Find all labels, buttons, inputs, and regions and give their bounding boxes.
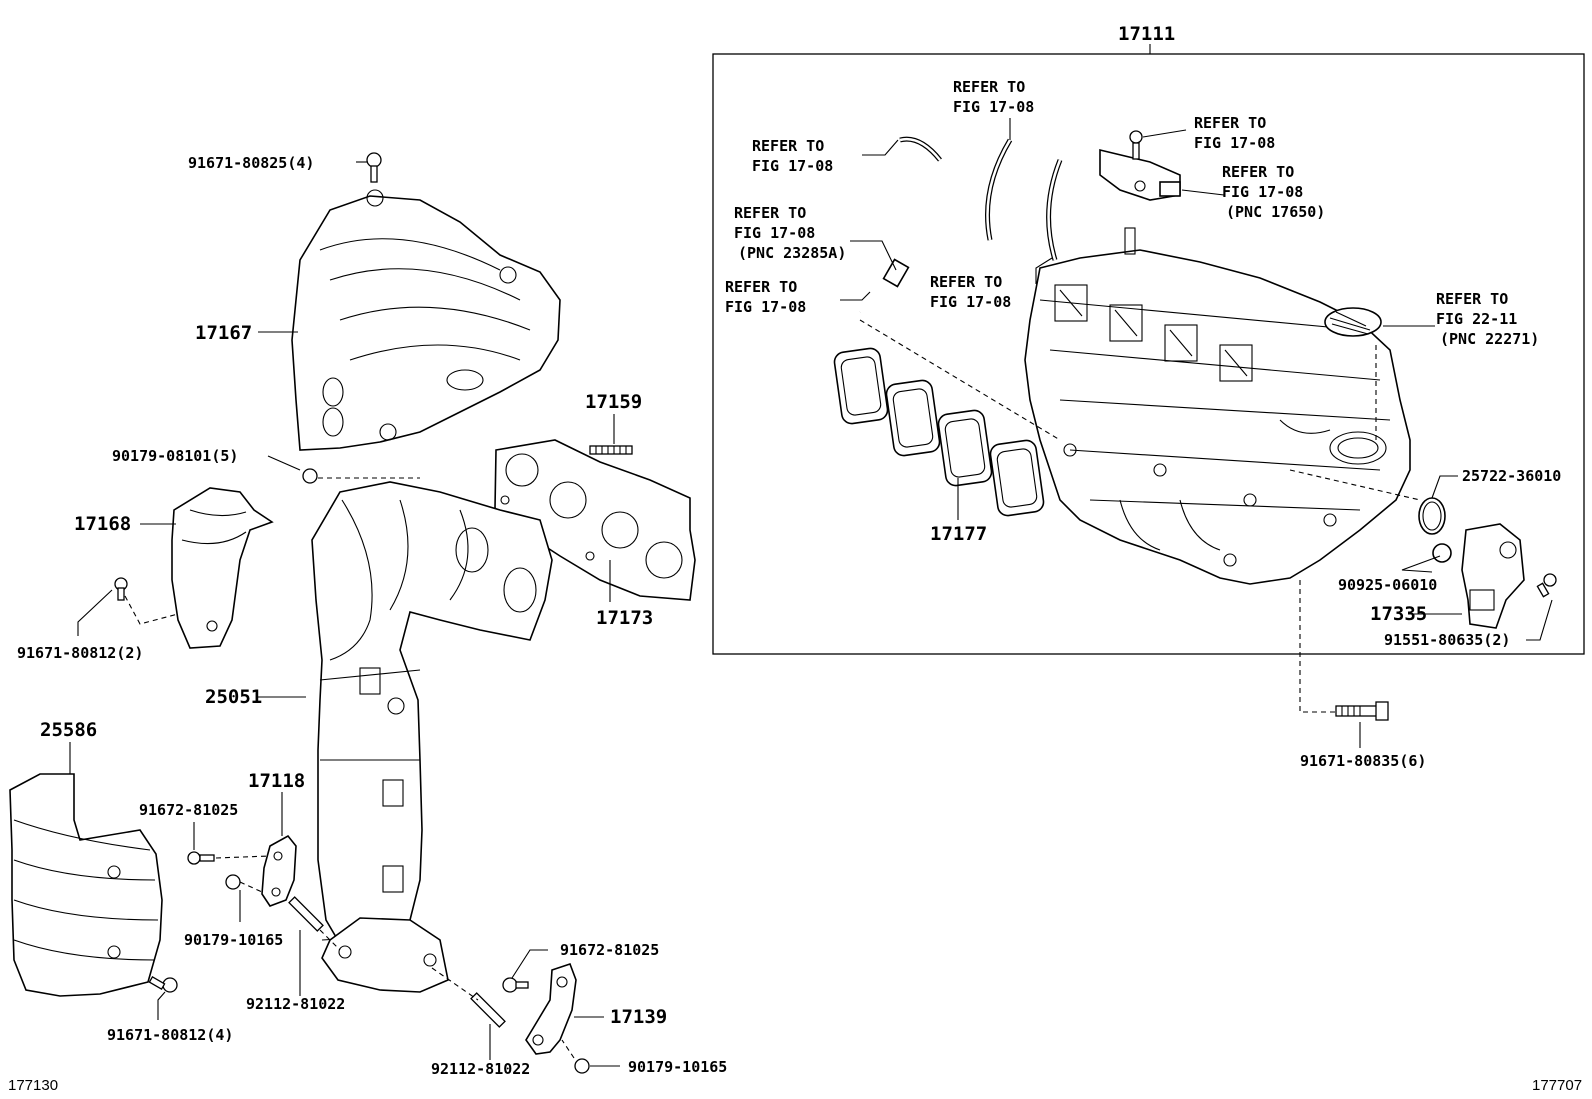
refer-note-8: REFER TO FIG 22-11 (PNC 22271) bbox=[1436, 290, 1539, 348]
part-number-90179-08101[interactable]: 90179-08101(5) bbox=[112, 447, 238, 465]
vacuum-tank-gasket[interactable] bbox=[1324, 307, 1382, 337]
intake-gasket-set[interactable] bbox=[833, 347, 1045, 517]
pcv-hose[interactable] bbox=[859, 136, 942, 313]
part-number-91551-80635[interactable]: 91551-80635(2) bbox=[1384, 631, 1510, 649]
part-number-17173[interactable]: 17173 bbox=[596, 607, 653, 629]
svg-text:REFER TO: REFER TO bbox=[930, 273, 1002, 291]
intake-manifold[interactable] bbox=[1024, 227, 1411, 585]
part-number-91671-80812-4[interactable]: 91671-80812(4) bbox=[107, 1026, 233, 1044]
svg-text:REFER TO: REFER TO bbox=[725, 278, 797, 296]
manifold-bolt[interactable] bbox=[1335, 701, 1389, 721]
bolt-icon bbox=[187, 851, 215, 865]
part-number-25586[interactable]: 25586 bbox=[40, 719, 97, 741]
small-gasket[interactable] bbox=[1432, 543, 1452, 563]
bolt-icon bbox=[366, 152, 382, 183]
svg-text:(PNC 17650): (PNC 17650) bbox=[1226, 203, 1325, 221]
bolt-icon bbox=[502, 977, 529, 993]
bracket-17118[interactable] bbox=[261, 834, 297, 907]
part-number-25722-36010[interactable]: 25722-36010 bbox=[1462, 467, 1561, 485]
svg-text:FIG 17-08: FIG 17-08 bbox=[725, 298, 806, 316]
svg-text:REFER TO: REFER TO bbox=[734, 204, 806, 222]
stud-17159[interactable] bbox=[589, 445, 633, 455]
bolt-icon bbox=[114, 577, 128, 601]
svg-text:REFER TO: REFER TO bbox=[1436, 290, 1508, 308]
stud-icon bbox=[470, 992, 506, 1028]
part-number-91671-80825[interactable]: 91671-80825(4) bbox=[188, 154, 314, 172]
manifold-heat-insulator[interactable] bbox=[291, 189, 561, 451]
refer-note-2: REFER TO FIG 17-08 bbox=[752, 137, 833, 175]
svg-text:REFER TO: REFER TO bbox=[752, 137, 824, 155]
svg-text:FIG 17-08: FIG 17-08 bbox=[930, 293, 1011, 311]
bracket-17139[interactable] bbox=[525, 962, 577, 1055]
svg-text:REFER TO: REFER TO bbox=[1222, 163, 1294, 181]
nut-icon bbox=[302, 468, 318, 484]
svg-text:FIG 17-08: FIG 17-08 bbox=[953, 98, 1034, 116]
nut-icon bbox=[225, 874, 241, 890]
part-number-17177[interactable]: 17177 bbox=[930, 523, 987, 545]
svg-text:FIG 17-08: FIG 17-08 bbox=[752, 157, 833, 175]
part-number-17335[interactable]: 17335 bbox=[1370, 603, 1427, 625]
vsv-bracket[interactable] bbox=[1099, 148, 1181, 201]
refer-note-3: REFER TO FIG 17-08 bbox=[1194, 114, 1275, 152]
figure-id-left: 177130 bbox=[8, 1077, 58, 1094]
svg-text:FIG 17-08: FIG 17-08 bbox=[734, 224, 815, 242]
intake-manifold-assembly-box bbox=[712, 53, 1585, 655]
part-number-17111[interactable]: 17111 bbox=[1118, 23, 1175, 45]
part-number-17118[interactable]: 17118 bbox=[248, 770, 305, 792]
refer-note-5: REFER TO FIG 17-08 (PNC 23285A) bbox=[734, 204, 846, 262]
part-number-91672-81025-b[interactable]: 91672-81025 bbox=[560, 941, 659, 959]
lower-heat-insulator[interactable] bbox=[171, 487, 274, 649]
egr-sensor-17335[interactable] bbox=[1461, 523, 1525, 629]
refer-note-6: REFER TO FIG 17-08 bbox=[725, 278, 806, 316]
refer-note-4: REFER TO FIG 17-08 (PNC 17650) bbox=[1222, 163, 1325, 221]
figure-id-right: 177707 bbox=[1532, 1077, 1582, 1094]
part-number-17159[interactable]: 17159 bbox=[585, 391, 642, 413]
bolt-icon bbox=[1129, 130, 1143, 160]
svg-text:REFER TO: REFER TO bbox=[1194, 114, 1266, 132]
svg-text:REFER TO: REFER TO bbox=[953, 78, 1025, 96]
svg-text:FIG 22-11: FIG 22-11 bbox=[1436, 310, 1517, 328]
svg-text:(PNC 23285A): (PNC 23285A) bbox=[738, 244, 846, 262]
part-number-92112-81022-b[interactable]: 92112-81022 bbox=[431, 1060, 530, 1078]
svg-text:FIG 17-08: FIG 17-08 bbox=[1194, 134, 1275, 152]
part-number-91671-80812-2[interactable]: 91671-80812(2) bbox=[17, 644, 143, 662]
bolt-icon bbox=[148, 976, 178, 993]
refer-note-1: REFER TO FIG 17-08 bbox=[953, 78, 1034, 116]
part-number-17167[interactable]: 17167 bbox=[195, 322, 252, 344]
exhaust-manifold-converter[interactable] bbox=[311, 481, 553, 993]
vacuum-hose[interactable] bbox=[985, 138, 1063, 261]
refer-note-7: REFER TO FIG 17-08 bbox=[930, 273, 1011, 311]
nut-icon bbox=[574, 1058, 590, 1074]
part-number-25051[interactable]: 25051 bbox=[205, 686, 262, 708]
svg-text:FIG 17-08: FIG 17-08 bbox=[1222, 183, 1303, 201]
converter-heat-insulator[interactable] bbox=[9, 773, 163, 997]
part-number-91672-81025-a[interactable]: 91672-81025 bbox=[139, 801, 238, 819]
svg-text:(PNC 22271): (PNC 22271) bbox=[1440, 330, 1539, 348]
part-number-90179-10165-b[interactable]: 90179-10165 bbox=[628, 1058, 727, 1076]
part-number-17168[interactable]: 17168 bbox=[74, 513, 131, 535]
part-number-92112-81022-a[interactable]: 92112-81022 bbox=[246, 995, 345, 1013]
bolt-icon bbox=[1536, 573, 1557, 598]
part-number-90179-10165-a[interactable]: 90179-10165 bbox=[184, 931, 283, 949]
part-number-90925-06010[interactable]: 90925-06010 bbox=[1338, 576, 1437, 594]
part-number-17139[interactable]: 17139 bbox=[610, 1006, 667, 1028]
stud-icon bbox=[288, 896, 324, 932]
part-number-91671-80835[interactable]: 91671-80835(6) bbox=[1300, 752, 1426, 770]
